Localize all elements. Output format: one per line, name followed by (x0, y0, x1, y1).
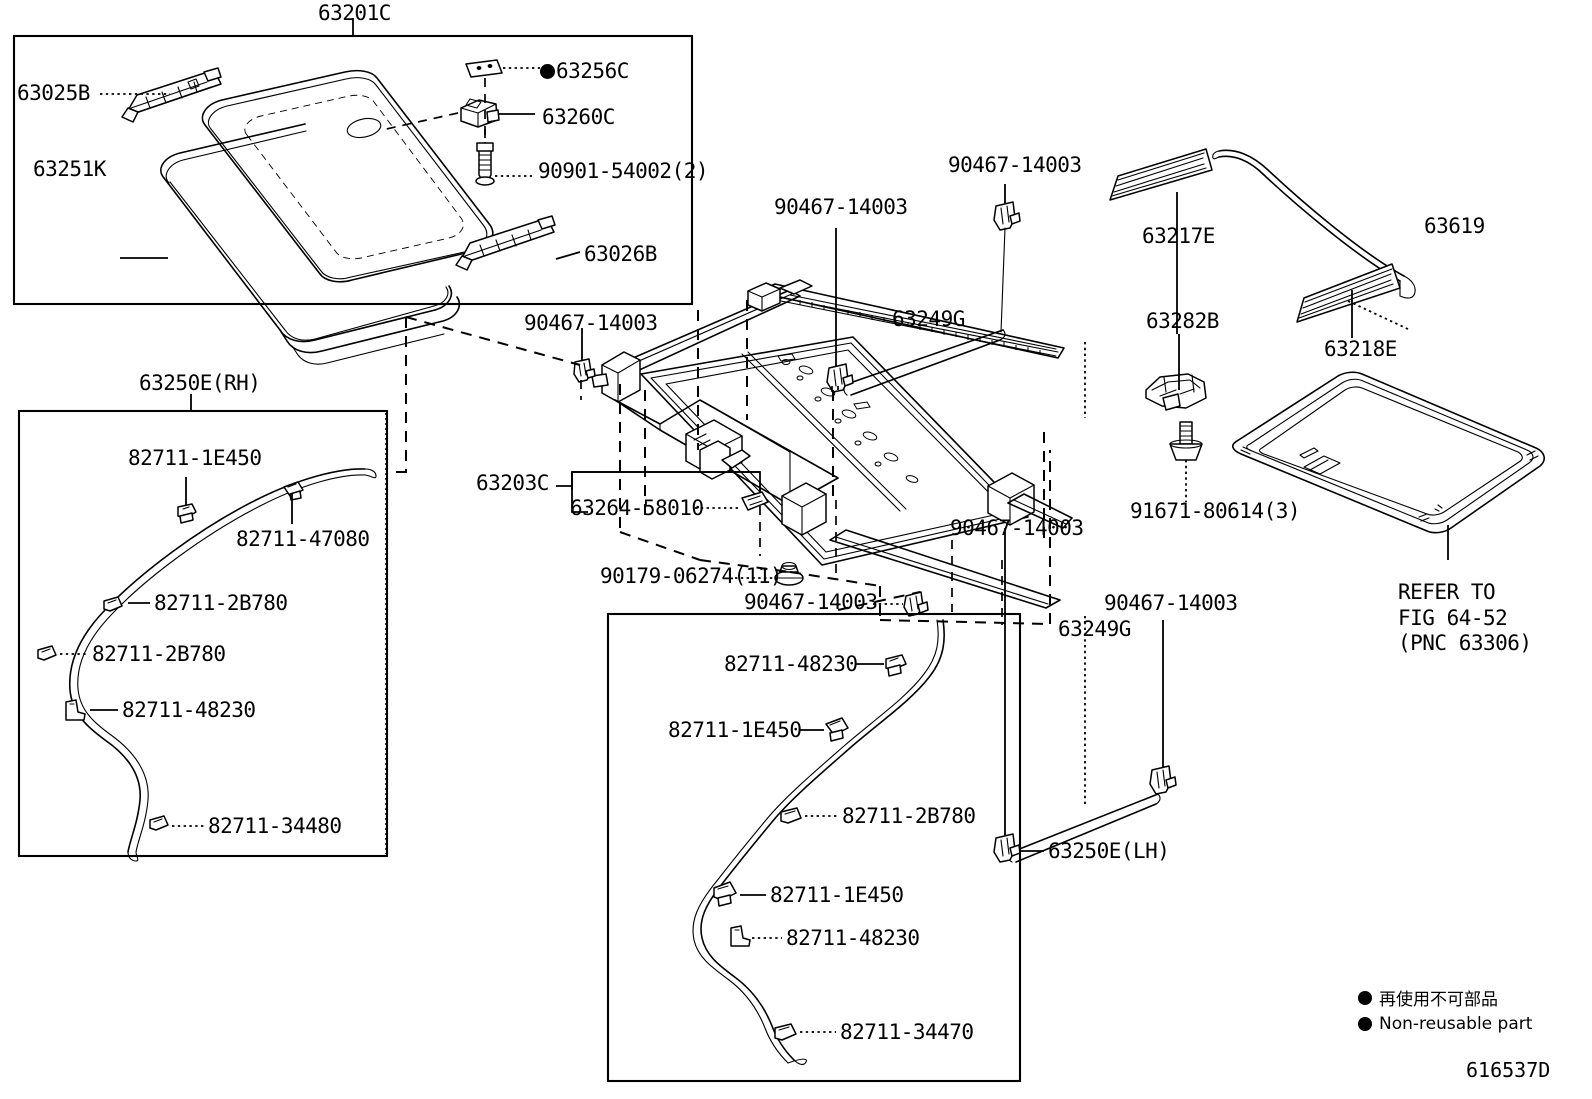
label-lh-clip-6: 82711-34470 (840, 1020, 974, 1044)
diagram-id: 616537D (1466, 1058, 1551, 1082)
label-63260c: 63260C (542, 105, 615, 129)
guide-rail-left-illustration (121, 67, 222, 123)
screw-90901-illustration (475, 142, 495, 186)
sunshade-illustration (1232, 371, 1545, 534)
label-90179-06274: 90179-06274(11) (600, 564, 783, 588)
label-63250e-lh: 63250E(LH) (1048, 839, 1170, 863)
label-63249g-upper: 63249G (892, 307, 965, 331)
bracket-63282b-illustration (1145, 373, 1207, 411)
harness-rh-wire-illustration (68, 468, 377, 862)
drain-hose-lower-illustration (993, 765, 1177, 863)
weatherstrip-63217e-illustration (1109, 148, 1213, 201)
clip-leaders (581, 184, 1164, 836)
drive-motor-illustration (685, 419, 751, 480)
harness-lh-clip-2 (825, 717, 849, 742)
grommet-90179-illustration (774, 561, 804, 586)
group-box-harness-lh (606, 612, 1044, 1083)
bracket-63260c-illustration (460, 98, 500, 128)
harness-rh-leaders (60, 477, 293, 827)
label-90467-top-left: 90467-14003 (524, 311, 658, 335)
label-91671-80614: 91671-80614(3) (1130, 499, 1301, 523)
guide-rail-right-illustration (455, 215, 556, 271)
harness-rh-clip-4 (37, 645, 57, 661)
label-63249g-lower: 63249G (1058, 617, 1131, 641)
assembly-dashed-lines (396, 300, 1051, 625)
nut-63256c-illustration (465, 59, 503, 78)
harness-rh-clip-6 (149, 815, 169, 831)
label-63282b: 63282B (1146, 309, 1219, 333)
sunroof-glass-illustration (160, 69, 494, 365)
label-lh-clip-1: 82711-48230 (724, 652, 858, 676)
harness-lh-clip-4 (713, 881, 737, 907)
label-63256c: 63256C (540, 60, 629, 82)
refer-line-2: FIG 64-52 (1398, 605, 1508, 630)
label-63201c: 63201C (318, 1, 391, 25)
leaders-box-63201c (100, 67, 581, 260)
refer-to-note: REFER TO FIG 64-52 (PNC 63306) (1398, 580, 1532, 657)
nonreusable-dot-icon (540, 64, 555, 79)
label-63264-58010: 63264-58010 (570, 496, 704, 520)
label-63251k: 63251K (33, 157, 106, 181)
harness-lh-leaders (740, 663, 884, 1033)
leader-63203c (556, 471, 761, 513)
nonreusable-dot-icon (1358, 1017, 1372, 1031)
refer-line-3: (PNC 63306) (1398, 631, 1532, 656)
label-90467-top-right: 90467-14003 (948, 153, 1082, 177)
harness-lh-clip-6 (774, 1023, 797, 1041)
label-63025b: 63025B (17, 81, 90, 105)
label-63203c: 63203C (476, 471, 549, 495)
group-box-63201c (12, 18, 694, 306)
seal-63619-illustration (1212, 149, 1416, 299)
label-lh-clip-3: 82711-2B780 (842, 804, 976, 828)
label-lh-clip-2: 82711-1E450 (668, 718, 802, 742)
label-lh-clip-4: 82711-1E450 (770, 883, 904, 907)
bolt-91671-illustration (1169, 421, 1203, 461)
label-63218e: 63218E (1324, 337, 1397, 361)
legend-row-en: Non-reusable part (1358, 1014, 1532, 1034)
weatherstrip-63218e-illustration (1296, 263, 1401, 323)
harness-rh-clip-5 (65, 699, 86, 721)
label-90467-lower-mid: 90467-14003 (950, 516, 1084, 540)
label-63250e-rh: 63250E(RH) (139, 371, 261, 395)
label-rh-clip-4: 82711-2B780 (92, 642, 226, 666)
drain-hose-upper-illustration (826, 201, 1021, 396)
legend-text-jp: 再使用不可部品 (1379, 990, 1498, 1010)
label-90467-lower-center: 90467-14003 (744, 590, 878, 614)
label-rh-clip-5: 82711-48230 (122, 698, 256, 722)
group-box-harness-rh (17, 394, 389, 858)
label-63026b: 63026B (584, 242, 657, 266)
legend-row-jp: 再使用不可部品 (1358, 985, 1532, 1010)
motor-plate-illustration (741, 491, 769, 511)
harness-rh-clip-3 (103, 596, 123, 612)
label-lh-clip-5: 82711-48230 (786, 926, 920, 950)
legend-text-en: Non-reusable part (1379, 1014, 1533, 1034)
legend-nonreusable: 再使用不可部品 Non-reusable part (1358, 985, 1532, 1038)
right-side-leaders (1176, 192, 1449, 560)
label-rh-clip-6: 82711-34480 (208, 814, 342, 838)
sunroof-housing-illustration (591, 279, 1073, 609)
label-63217e: 63217E (1142, 224, 1215, 248)
label-90901-54002: 90901-54002(2) (538, 159, 709, 183)
label-rh-clip-1: 82711-1E450 (128, 446, 262, 470)
harness-lh-clip-3 (780, 807, 802, 824)
refer-line-1: REFER TO (1398, 580, 1496, 604)
clip-90467-lower-center-illustration (903, 591, 929, 617)
harness-lh-wire-illustration (692, 619, 946, 1065)
harness-lh-clip-1 (885, 654, 907, 677)
label-63619: 63619 (1424, 214, 1485, 238)
label-90467-top-mid: 90467-14003 (774, 195, 908, 219)
harness-lh-clip-5 (730, 925, 751, 947)
harness-rh-clip-2 (283, 481, 304, 501)
label-rh-clip-2: 82711-47080 (236, 527, 370, 551)
harness-rh-clip-1 (177, 503, 197, 524)
label-90467-lower-right: 90467-14003 (1104, 591, 1238, 615)
nonreusable-dot-icon (1358, 990, 1372, 1005)
label-rh-clip-3: 82711-2B780 (154, 591, 288, 615)
